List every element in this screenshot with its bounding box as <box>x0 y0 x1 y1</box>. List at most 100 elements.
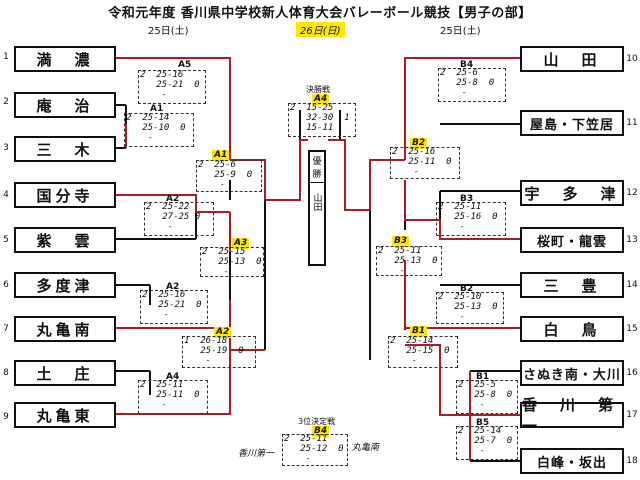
champion-box: 優勝 山田 <box>308 150 326 266</box>
team-13: 桜町・龍雲 <box>520 227 624 253</box>
score-box-B1-second <box>456 380 518 414</box>
third-place-label: 3位決定戦 <box>298 417 336 426</box>
score-A1: 2 25-14 25-10 0 - <box>126 113 186 143</box>
match-code-A2: A2 <box>166 194 180 204</box>
team-num-15: 15 <box>626 324 638 334</box>
score-box-B3-second <box>376 246 442 276</box>
score-box-A2-second <box>182 336 256 368</box>
score-B2: 2 25-16 25-11 0 - <box>392 147 452 177</box>
match-code-A4: A4 <box>166 372 180 382</box>
team-14: 三 豊 <box>520 272 624 298</box>
score-box-third <box>282 434 348 466</box>
score-box-B4 <box>438 68 506 102</box>
team-16: さぬき南・大川 <box>520 360 624 386</box>
match-code-A3-second: A2 <box>166 282 180 292</box>
match-code-final: A4 <box>312 94 330 105</box>
team-num-8: 8 <box>3 368 9 378</box>
team-num-5: 5 <box>3 235 9 245</box>
match-code-B4: B4 <box>460 60 474 70</box>
match-code-A1-second: A1 <box>212 150 230 161</box>
team-1: 満 濃 <box>14 46 116 72</box>
team-17: 香 川 第 一 <box>520 396 637 435</box>
team-num-4: 4 <box>3 190 9 200</box>
final-label: 決勝戦 <box>306 85 330 94</box>
team-num-7: 7 <box>3 324 9 334</box>
team-num-10: 10 <box>626 54 638 64</box>
score-box-A4 <box>138 380 208 414</box>
team-num-16: 16 <box>626 368 638 378</box>
team-12: 宇 多 津 <box>520 180 624 206</box>
match-code-B2: B2 <box>410 138 428 149</box>
team-num-9: 9 <box>3 412 9 422</box>
score-A3-second: 2 25-16 25-21 0 - <box>142 290 202 320</box>
score-B1-second: 2 25-5 25-8 0 - <box>458 380 513 410</box>
third-right-team: 丸亀南 <box>352 443 380 453</box>
score-B3-second: 2 25-11 25-13 0 - <box>378 246 438 276</box>
team-9: 丸亀東 <box>14 402 116 428</box>
team-10: 山 田 <box>520 46 624 72</box>
score-B1: 2 25-14 25-15 0 - <box>390 336 450 366</box>
match-code-B1-second: B1 <box>476 372 490 382</box>
team-num-6: 6 <box>3 280 9 290</box>
team-num-11: 11 <box>626 118 638 128</box>
score-A4: 2 25-11 25-11 0 - <box>140 380 200 410</box>
match-code-third: B4 <box>312 426 330 437</box>
score-third: 2 25-11 25-12 0 - <box>284 434 344 464</box>
team-2: 庵 治 <box>14 92 116 118</box>
score-box-B2-second <box>436 292 504 324</box>
team-num-13: 13 <box>626 235 638 245</box>
team-15: 白 鳥 <box>520 316 624 342</box>
score-A1-second: 2 25-6 25-9 0 - <box>198 160 253 190</box>
team-num-17: 17 <box>626 410 638 420</box>
team-num-2: 2 <box>3 97 9 107</box>
date-right: 25日(土) <box>440 26 481 37</box>
score-B4: 2 25-6 25-8 0 - <box>440 68 495 98</box>
team-num-14: 14 <box>626 280 638 290</box>
match-code-B3: B3 <box>460 194 474 204</box>
score-box-A2 <box>144 202 214 236</box>
team-3: 三 木 <box>14 136 116 162</box>
match-code-A2-second: A2 <box>214 327 232 338</box>
score-box-B1 <box>388 336 458 368</box>
match-code-B3-second: B3 <box>392 236 410 247</box>
score-box-A1 <box>124 113 194 147</box>
match-code-B5: B5 <box>476 418 490 428</box>
team-num-12: 12 <box>626 188 638 198</box>
match-code-B2-second: B2 <box>460 284 474 294</box>
team-6: 多度津 <box>14 272 116 298</box>
team-num-1: 1 <box>3 52 9 62</box>
score-box-B2 <box>390 147 460 179</box>
third-left-team: 香川第一 <box>238 449 275 459</box>
score-final: 2 15-25 32-30 1 15-11 <box>290 103 350 133</box>
score-box-A1-second <box>196 160 262 192</box>
score-B3: 2 25-11 25-16 0 - <box>438 202 498 232</box>
page-title: 令和元年度 香川県中学校新人体育大会バレーボール競技【男子の部】 <box>108 6 532 21</box>
score-A5: 2 25-16 25-21 0 - <box>140 70 200 100</box>
team-num-18: 18 <box>626 456 638 466</box>
score-box-B5 <box>456 426 518 460</box>
date-center: 26日(日) <box>296 22 345 37</box>
team-11: 屋島・下笠居 <box>520 110 624 136</box>
team-7: 丸亀南 <box>14 316 116 342</box>
score-box-B3 <box>436 202 506 236</box>
score-A2-second: 1 26-18 25-19 0 - <box>184 336 244 366</box>
score-A3: 2 25-15 25-13 0 - <box>202 247 262 277</box>
match-code-A3: A3 <box>232 238 250 249</box>
team-18: 白峰・坂出 <box>520 448 624 474</box>
score-box-A3-second <box>140 290 208 324</box>
team-num-3: 3 <box>3 143 9 153</box>
match-code-B1: B1 <box>410 326 428 337</box>
score-B5: 2 25-14 25-7 0 - <box>458 426 513 456</box>
champion-team: 山田 <box>311 193 322 211</box>
match-code-A5: A5 <box>178 60 192 70</box>
champion-label: 優勝 <box>310 152 324 183</box>
date-left: 25日(土) <box>148 26 189 37</box>
score-box-final <box>288 103 356 137</box>
score-box-A3 <box>200 247 264 277</box>
score-B2-second: 2 25-10 25-13 0 - <box>438 292 498 322</box>
score-box-A5 <box>138 70 206 104</box>
team-8: 土 庄 <box>14 360 116 386</box>
team-5: 紫 雲 <box>14 227 116 253</box>
match-code-A1: A1 <box>150 104 164 114</box>
